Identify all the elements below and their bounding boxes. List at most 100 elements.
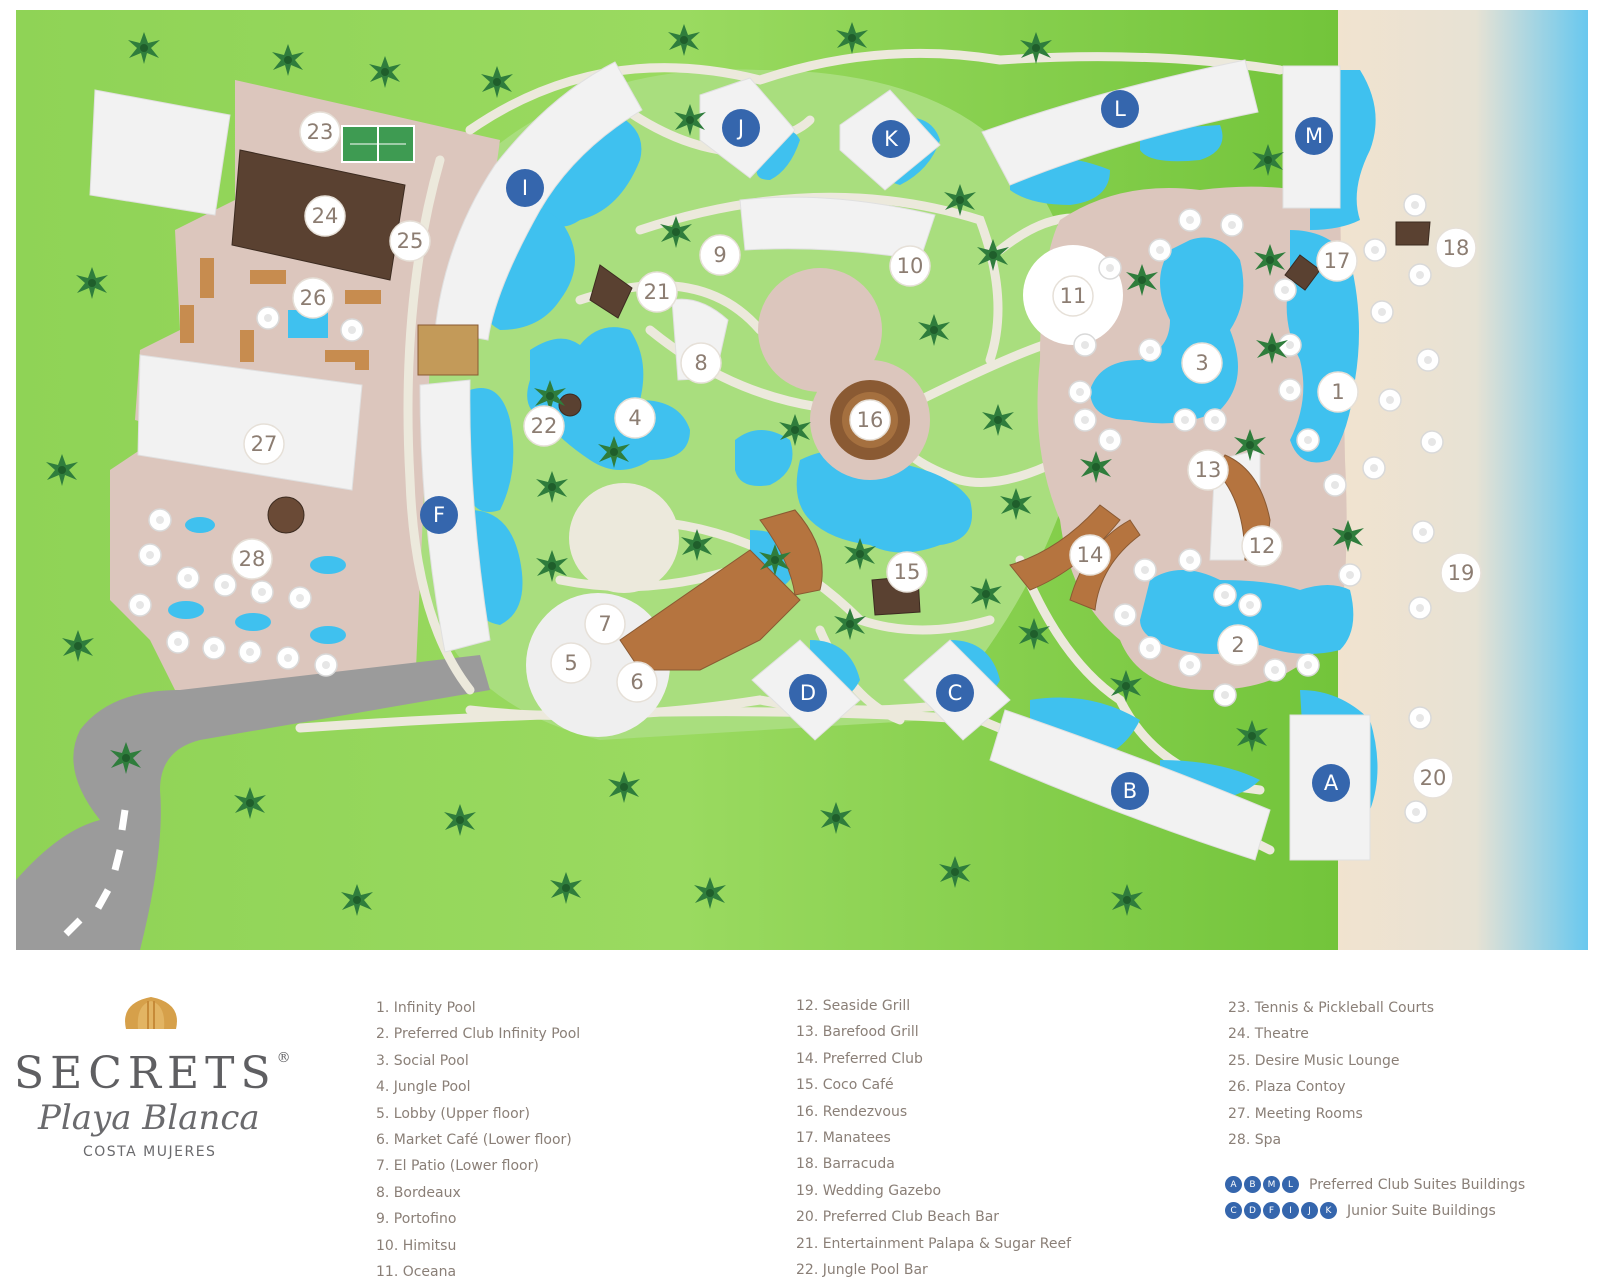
legend-item: 3. Social Pool [376, 1052, 469, 1069]
legend-column-2: 12. Seaside Grill 13. Barefood Grill 14. P… [796, 993, 1071, 1283]
brand-name: SECRETS® [14, 1048, 291, 1099]
map-marker-2: 2 [1217, 624, 1259, 666]
legend-item: 27. Meeting Rooms [1228, 1105, 1363, 1122]
map-marker-17: 17 [1316, 240, 1358, 282]
building-key-dot: I [1282, 1202, 1299, 1219]
shell-logo-icon [125, 997, 177, 1029]
legend-item: 10. Himitsu [376, 1237, 457, 1254]
map-marker-label: 7 [598, 612, 611, 636]
map-marker-12: 12 [1241, 525, 1283, 567]
building-marker-C: C [936, 674, 974, 712]
building-marker-label: J [736, 116, 744, 140]
beach-and-sea [1338, 10, 1588, 950]
legend-item: 1. Infinity Pool [376, 1000, 476, 1016]
map-marker-label: 14 [1077, 543, 1104, 567]
map-marker-15: 15 [886, 551, 928, 593]
map-marker-label: 5 [564, 651, 577, 675]
map-marker-20: 20 [1412, 757, 1454, 799]
building-marker-label: M [1305, 124, 1323, 148]
building-marker-B: B [1111, 772, 1149, 810]
map-marker-label: 18 [1443, 236, 1470, 260]
legend-item: 18. Barracuda [796, 1156, 895, 1173]
map-marker-19: 19 [1440, 552, 1482, 594]
legend-item: 13. Barefood Grill [796, 1024, 919, 1041]
building-marker-label: I [522, 176, 528, 200]
map-marker-label: 26 [300, 286, 327, 310]
building-marker-M: M [1295, 117, 1333, 155]
map-marker-25: 25 [389, 220, 431, 262]
brand-subtitle: Playa Blanca [38, 1098, 260, 1138]
building-marker-J: J [722, 109, 760, 147]
legend-item: 23. Tennis & Pickleball Courts [1228, 1000, 1435, 1016]
map-marker-label: 21 [644, 280, 671, 304]
map-marker-24: 24 [304, 195, 346, 237]
map-marker-label: 8 [694, 351, 707, 375]
map-marker-27: 27 [243, 423, 285, 465]
legend-item: 14. Preferred Club [796, 1050, 923, 1067]
map-marker-label: 23 [307, 120, 334, 144]
building-markers: A B C D F I J K L M [420, 90, 1350, 810]
map-marker-label: 10 [897, 254, 924, 278]
map-marker-14: 14 [1069, 534, 1111, 576]
building-key-dot: K [1320, 1202, 1337, 1219]
legend-item: 17. Manatees [796, 1130, 891, 1147]
building-key-dot: J [1301, 1202, 1318, 1219]
building-key-label: Preferred Club Suites Buildings [1309, 1176, 1526, 1193]
map-marker-9: 9 [699, 234, 741, 276]
map-marker-8: 8 [680, 342, 722, 384]
map-marker-label: 25 [397, 229, 424, 253]
building-marker-label: A [1324, 771, 1339, 795]
legend-item: 4. Jungle Pool [376, 1079, 471, 1096]
legend-item: 15. Coco Café [796, 1077, 894, 1094]
map-marker-23: 23 [299, 111, 341, 153]
legend-item: 19. Wedding Gazebo [796, 1182, 942, 1199]
legend-item: 28. Spa [1228, 1132, 1282, 1149]
building-key-dot: L [1282, 1176, 1299, 1193]
map-marker-1: 1 [1317, 371, 1359, 413]
building-marker-F: F [420, 496, 458, 534]
map-marker-28: 28 [231, 538, 273, 580]
legend-item: 2. Preferred Club Infinity Pool [376, 1026, 581, 1043]
legend-item: 22. Jungle Pool Bar [796, 1262, 928, 1279]
road [16, 655, 490, 950]
building-key-dot: B [1244, 1176, 1261, 1193]
map-marker-6: 6 [616, 661, 658, 703]
brand-location: COSTA MUJERES [83, 1144, 217, 1160]
legend-column-1: 1. Infinity Pool 2. Preferred Club Infini… [376, 995, 580, 1285]
legend-item: 5. Lobby (Upper floor) [376, 1105, 530, 1122]
map-marker-label: 12 [1249, 534, 1276, 558]
legend-item: 7. El Patio (Lower floor) [376, 1158, 539, 1175]
legend-item: 6. Market Café (Lower floor) [376, 1132, 572, 1149]
building-marker-label: F [433, 503, 445, 527]
map-marker-label: 22 [531, 414, 558, 438]
legend-item: 9. Portofino [376, 1211, 457, 1228]
legend-item: 11. Oceana [376, 1264, 457, 1281]
map-marker-16: 16 [849, 399, 891, 441]
map-marker-5: 5 [550, 642, 592, 684]
building-marker-D: D [789, 674, 827, 712]
building-key-dot: M [1263, 1176, 1280, 1193]
road-markings [63, 809, 129, 937]
legend-item: 25. Desire Music Lounge [1228, 1052, 1400, 1069]
building-marker-K: K [872, 120, 910, 158]
building-marker-label: B [1123, 779, 1137, 803]
map-marker-18: 18 [1435, 227, 1477, 269]
building-marker-label: L [1114, 97, 1126, 121]
resort-map: 1234567891011121314151617181920212223242… [16, 10, 1588, 950]
map-marker-label: 28 [239, 547, 266, 571]
map-marker-26: 26 [292, 277, 334, 319]
map-marker-label: 24 [312, 204, 339, 228]
map-marker-13: 13 [1187, 449, 1229, 491]
building-marker-label: D [800, 681, 816, 705]
map-marker-11: 11 [1052, 275, 1094, 317]
map-marker-label: 16 [857, 408, 884, 432]
legend-item: 8. Bordeaux [376, 1184, 461, 1201]
map-marker-4: 4 [614, 397, 656, 439]
map-marker-label: 6 [630, 670, 643, 694]
map-marker-label: 13 [1195, 458, 1222, 482]
map-marker-label: 19 [1448, 561, 1475, 585]
building-key-dot: C [1225, 1202, 1242, 1219]
map-marker-label: 9 [713, 243, 726, 267]
legend-item: 12. Seaside Grill [796, 998, 911, 1014]
map-marker-21: 21 [636, 271, 678, 313]
